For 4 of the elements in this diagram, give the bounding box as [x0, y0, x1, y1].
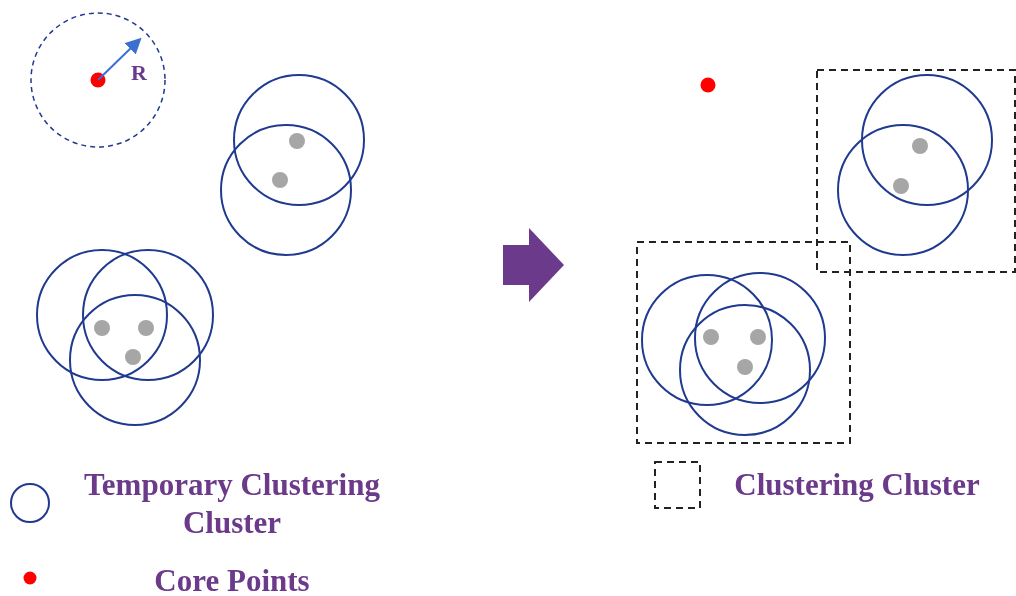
legend-text: Temporary Clustering Cluster: [83, 466, 381, 542]
legend-text: Clustering Cluster: [733, 466, 981, 504]
legend-text: Core Points: [153, 562, 311, 596]
radius-label: R: [131, 60, 147, 86]
